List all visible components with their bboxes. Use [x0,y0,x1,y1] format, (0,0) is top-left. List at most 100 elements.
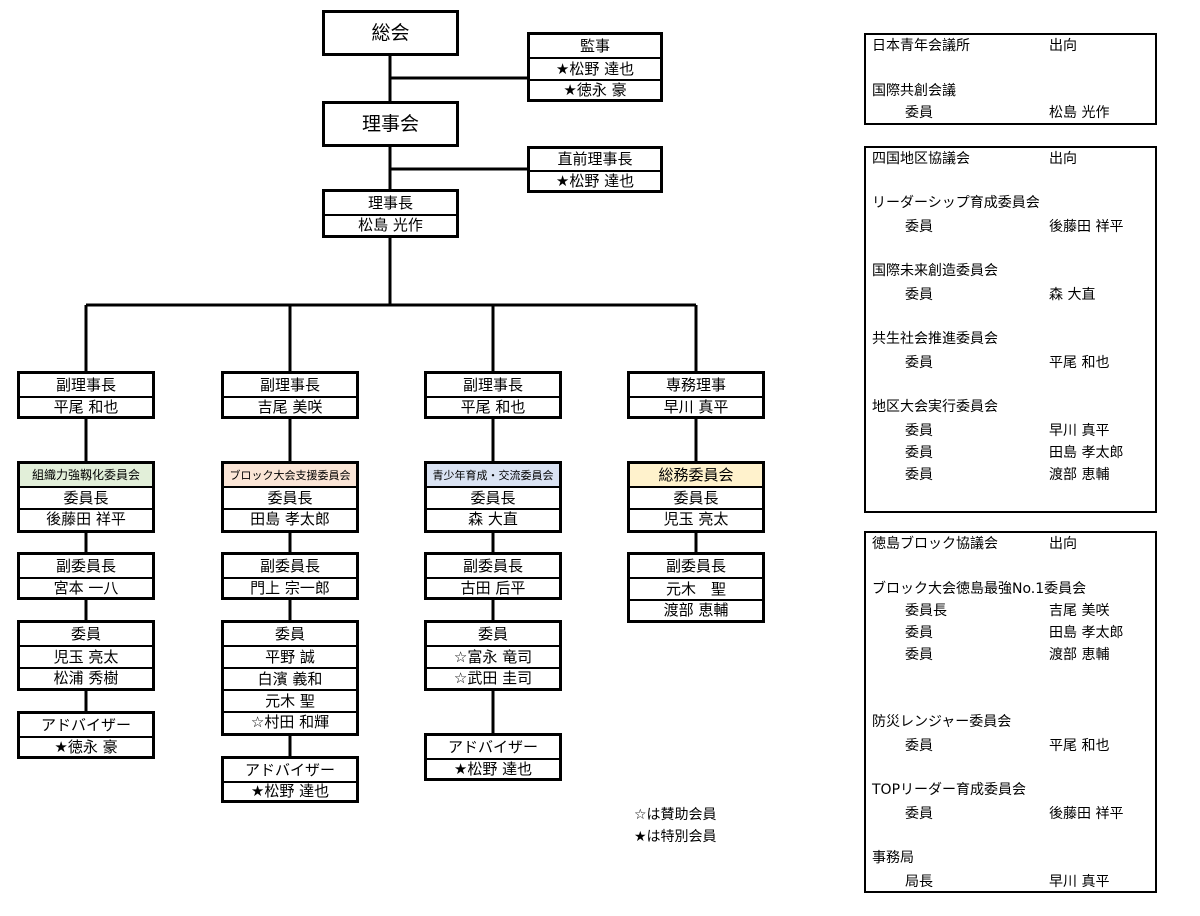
general-assembly-box: 総会 [322,10,459,56]
group-name: TOPリーダー育成委員会 [872,782,1027,798]
committee-name: 組織力強靱化委員会 [20,464,152,486]
members-box: 委員 児玉 亮太 松浦 秀樹 [17,620,155,691]
group-name: 事務局 [872,850,914,866]
committee-box: 青少年育成・交流委員会 委員長 森 大直 [424,461,562,533]
member-name: 早川 真平 [1049,423,1110,439]
person-name: 渡部 恵輔 [630,599,762,619]
member-name: 吉尾 美咲 [1049,603,1110,619]
person-name: 平尾 和也 [427,396,559,416]
person-name: 後藤田 祥平 [20,508,152,528]
member-name: 田島 孝太郎 [1049,445,1124,461]
executive-director-box: 専務理事 早川 真平 [627,371,765,419]
person-name: 田島 孝太郎 [224,508,356,528]
panel-title: 四国地区協議会 [872,151,970,167]
member-role: 委員 [905,625,933,641]
role-title: アドバイザー [40,715,131,734]
role-title: 委員 [274,624,305,643]
panel-title: 日本青年会議所 [872,38,970,54]
person-name: 森 大直 [427,508,559,528]
members-box: 委員 ☆富永 竜司 ☆武田 圭司 [424,620,562,691]
auditor-name: ★徳永 豪 [530,79,660,99]
person-name: 平尾 和也 [20,396,152,416]
person-name: 宮本 一八 [20,577,152,597]
member-role: 委員 [905,647,933,663]
member-role: 局長 [905,874,933,890]
person-name: ★徳永 豪 [20,736,152,756]
person-name: ☆武田 圭司 [427,667,559,687]
member-role: 委員 [905,219,933,235]
committee-box: 総務委員会 委員長 児玉 亮太 [627,461,765,533]
member-name: 渡部 恵輔 [1049,647,1110,663]
committee-box: ブロック大会支援委員会 委員長 田島 孝太郎 [221,461,359,533]
member-name: 森 大直 [1049,287,1096,303]
committee-name: 総務委員会 [630,464,762,486]
members-box: 委員 平野 誠 白濱 義和 元木 聖 ☆村田 和輝 [221,620,359,736]
member-role: 委員 [905,806,933,822]
role-title: 副理事長 [55,375,116,394]
member-name: 田島 孝太郎 [1049,625,1124,641]
group-name: リーダーシップ育成委員会 [872,195,1040,211]
legend-special-member: ★は特別会員 [634,829,717,845]
person-name: 平野 誠 [224,645,356,667]
person-name: 早川 真平 [630,396,762,416]
member-role: 委員 [905,467,933,483]
group-name: 国際未来創造委員会 [872,263,998,279]
group-name: 国際共創会議 [872,83,956,99]
committee-box: 組織力強靱化委員会 委員長 後藤田 祥平 [17,461,155,533]
secondment-panel-jci: 日本青年会議所 出向 国際共創会議 委員 松島 光作 [864,33,1157,125]
member-role: 委員 [905,355,933,371]
auditor-title: 監事 [579,36,610,55]
role-title: 委員 [477,624,508,643]
advisor-box: アドバイザー ★松野 達也 [221,756,359,803]
vice-president-box: 副理事長 吉尾 美咲 [221,371,359,419]
member-role: 委員 [905,105,933,121]
general-assembly-label: 総会 [371,21,410,44]
role-title: 副理事長 [462,375,523,394]
vice-chair-box: 副委員長 古田 后平 [424,552,562,600]
president-box: 理事長 松島 光作 [322,189,459,238]
panel-tag: 出向 [1049,151,1077,167]
member-name: 渡部 恵輔 [1049,467,1110,483]
member-name: 後藤田 祥平 [1049,806,1124,822]
past-president-name: ★松野 達也 [530,170,660,190]
person-name: 白濱 義和 [224,667,356,689]
board-label: 理事会 [361,112,419,135]
panel-tag: 出向 [1049,38,1077,54]
group-name: 共生社会推進委員会 [872,331,998,347]
person-name: 松浦 秀樹 [20,667,152,687]
role-title: 委員長 [630,486,762,508]
role-title: 副委員長 [259,556,320,575]
role-title: 委員長 [20,486,152,508]
panel-title: 徳島ブロック協議会 [872,536,998,552]
group-name: 防災レンジャー委員会 [872,714,1012,730]
member-role: 委員長 [905,603,947,619]
committee-name: 青少年育成・交流委員会 [427,464,559,486]
legend-supporting-member: ☆は賛助会員 [634,807,717,823]
role-title: 委員長 [427,486,559,508]
past-president-box: 直前理事長 ★松野 達也 [527,146,663,193]
advisor-box: アドバイザー ★徳永 豪 [17,711,155,759]
person-name: 吉尾 美咲 [224,396,356,416]
person-name: ★松野 達也 [427,758,559,778]
member-name: 後藤田 祥平 [1049,219,1124,235]
secondment-panel-tokushima: 徳島ブロック協議会 出向 ブロック大会徳島最強No.1委員会 委員長 吉尾 美咲… [864,531,1157,893]
committee-name: ブロック大会支援委員会 [224,464,356,486]
member-role: 委員 [905,423,933,439]
role-title: 副委員長 [55,556,116,575]
auditor-box: 監事 ★松野 達也 ★徳永 豪 [527,32,663,102]
role-title: アドバイザー [244,760,335,779]
past-president-title: 直前理事長 [557,150,633,168]
secondment-panel-shikoku: 四国地区協議会 出向 リーダーシップ育成委員会 委員 後藤田 祥平 国際未来創造… [864,146,1157,513]
auditor-name: ★松野 達也 [530,57,660,79]
president-name: 松島 光作 [325,214,456,235]
role-title: 副委員長 [665,556,726,575]
person-name: 児玉 亮太 [630,508,762,528]
role-title: アドバイザー [447,737,538,756]
member-role: 委員 [905,287,933,303]
member-role: 委員 [905,738,933,754]
member-name: 平尾 和也 [1049,355,1110,371]
panel-tag: 出向 [1049,536,1077,552]
group-name: 地区大会実行委員会 [872,399,998,415]
